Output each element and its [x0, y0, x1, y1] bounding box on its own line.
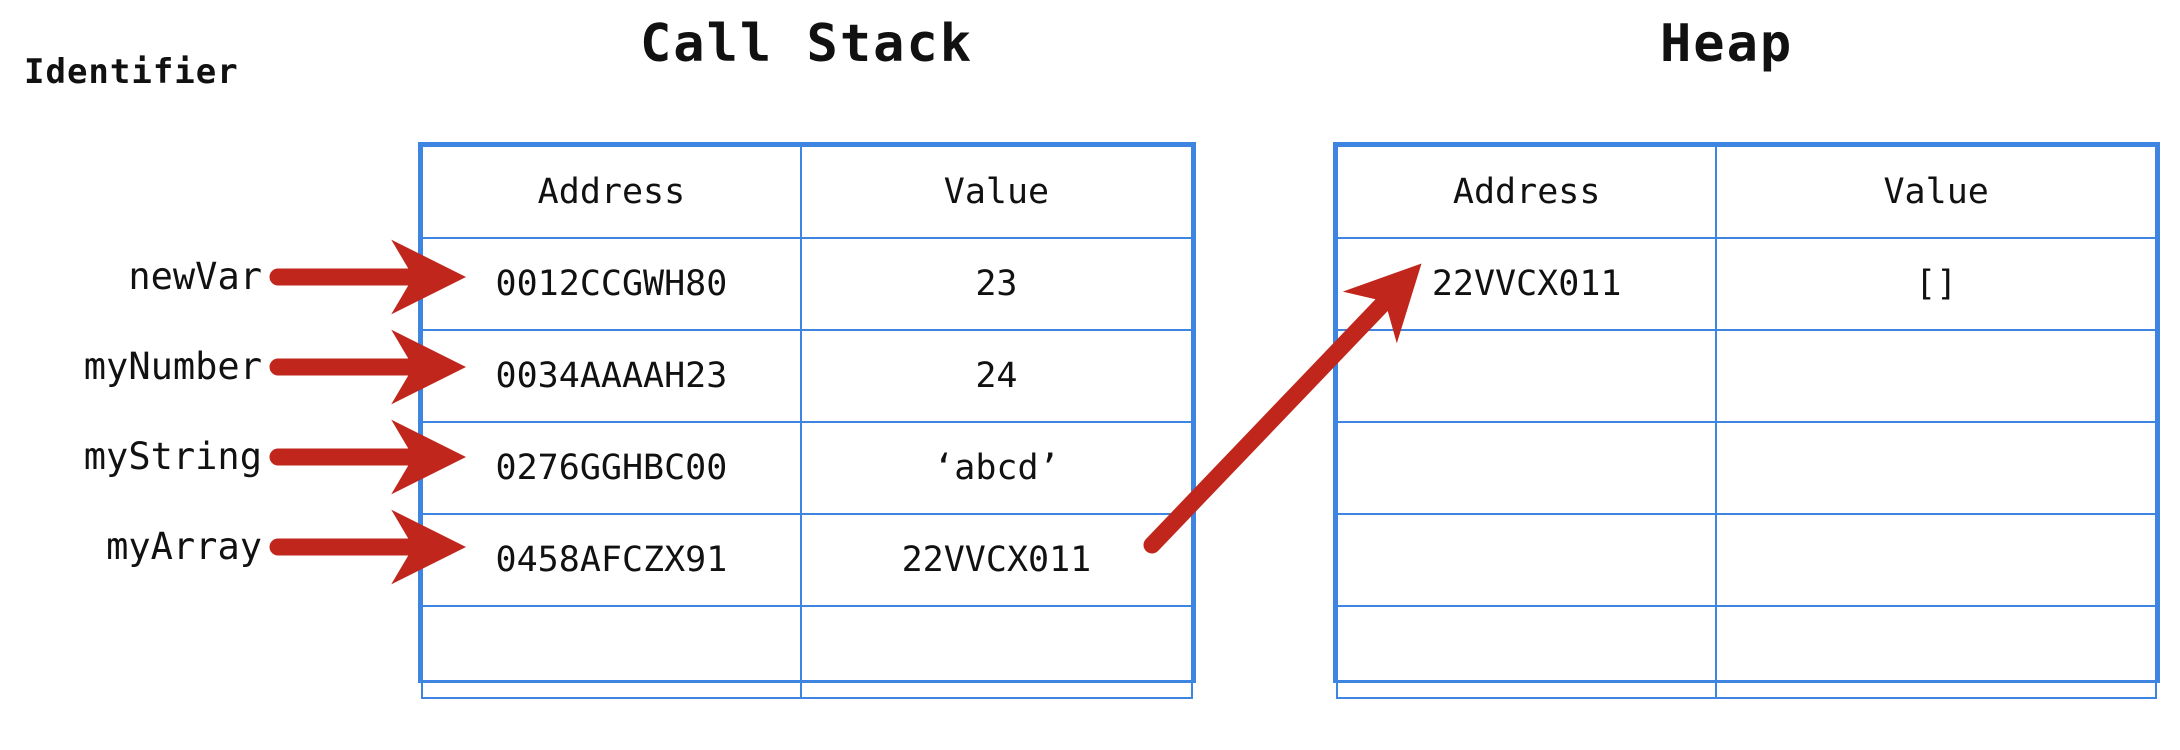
table-row: 0276GGHBC00 ‘abcd’ [421, 421, 1194, 515]
identifier-label-mynumber: myNumber [83, 345, 262, 388]
call-stack-value-cell: 24 [799, 329, 1194, 423]
table-header-row: Address Value [1335, 145, 2157, 239]
identifier-row: myArray [0, 525, 262, 569]
identifier-row: myNumber [0, 345, 262, 389]
identifier-label-newvar: newVar [128, 255, 262, 298]
heap-address-cell [1335, 513, 1718, 607]
heap-value-cell [1715, 605, 2157, 699]
identifier-label-myarray: myArray [106, 525, 262, 568]
call-stack-address-cell: 0034AAAAH23 [421, 329, 802, 423]
heap-address-cell [1335, 329, 1718, 423]
call-stack-address-cell: 0012CCGWH80 [421, 237, 802, 331]
table-row [1335, 605, 2157, 699]
heap-value-cell [1715, 329, 2157, 423]
heap-address-cell: 22VVCX011 [1335, 237, 1718, 331]
call-stack-value-cell [799, 605, 1194, 699]
call-stack-table: Address Value 0012CCGWH80 23 0034AAAAH23… [418, 142, 1196, 699]
table-header-row: Address Value [421, 145, 1194, 239]
heap-table: Address Value 22VVCX011 [] [1333, 142, 2160, 699]
heap-value-cell [1715, 421, 2157, 515]
table-row [421, 605, 1194, 699]
table-row [1335, 329, 2157, 423]
heap-address-cell [1335, 421, 1718, 515]
table-row [1335, 421, 2157, 515]
table-row: 0034AAAAH23 24 [421, 329, 1194, 423]
call-stack-address-cell: 0276GGHBC00 [421, 421, 802, 515]
heap-value-cell [1715, 513, 2157, 607]
call-stack-value-cell: 22VVCX011 [799, 513, 1194, 607]
table-row: 22VVCX011 [] [1335, 237, 2157, 331]
heap-value-cell: [] [1715, 237, 2157, 331]
call-stack-address-cell [421, 605, 802, 699]
table-row: 0458AFCZX91 22VVCX011 [421, 513, 1194, 607]
call-stack-header-address: Address [421, 145, 802, 239]
identifier-row: myString [0, 435, 262, 479]
call-stack-value-cell: 23 [799, 237, 1194, 331]
identifier-label-mystring: myString [83, 435, 262, 478]
table-row [1335, 513, 2157, 607]
identifier-row: newVar [0, 255, 262, 299]
call-stack-value-cell: ‘abcd’ [799, 421, 1194, 515]
identifier-column-label: Identifier [24, 52, 239, 92]
heap-title: Heap [1660, 14, 1794, 74]
heap-header-address: Address [1335, 145, 1718, 239]
heap-address-cell [1335, 605, 1718, 699]
table-row: 0012CCGWH80 23 [421, 237, 1194, 331]
heap-header-value: Value [1715, 145, 2157, 239]
call-stack-address-cell: 0458AFCZX91 [421, 513, 802, 607]
call-stack-header-value: Value [799, 145, 1194, 239]
call-stack-title: Call Stack [640, 14, 974, 74]
